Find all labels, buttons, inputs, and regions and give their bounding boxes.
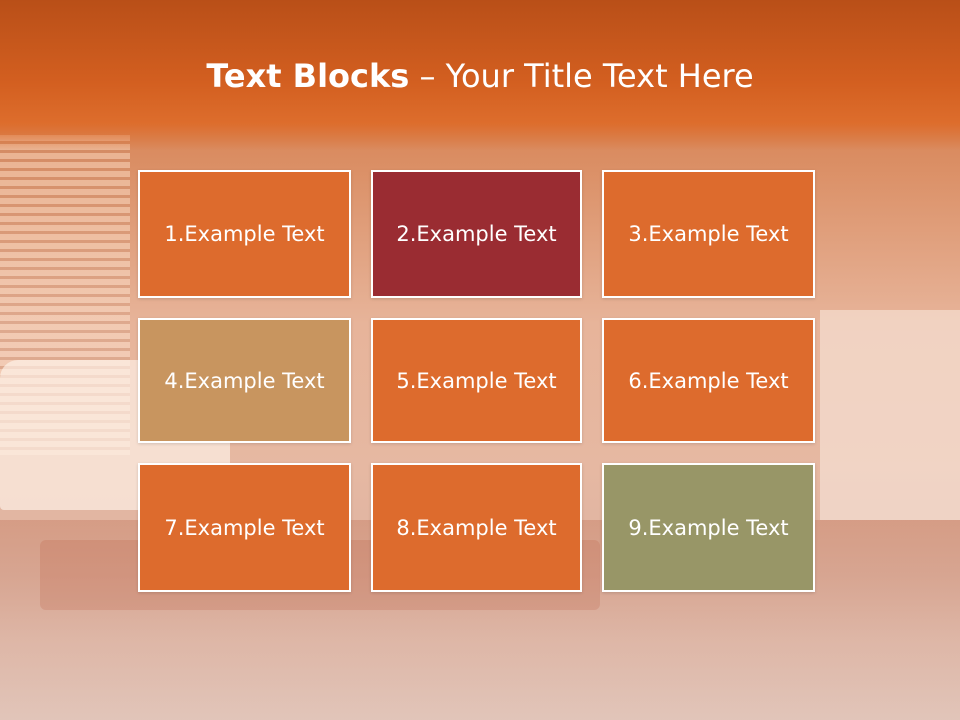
slide-title: Text Blocks – Your Title Text Here xyxy=(0,52,960,100)
text-block-label: 5.Example Text xyxy=(396,368,557,393)
text-block-8[interactable]: 8.Example Text xyxy=(371,463,582,592)
text-block-9[interactable]: 9.Example Text xyxy=(602,463,815,592)
header-band xyxy=(0,0,960,150)
text-block-grid: 1.Example Text 2.Example Text 3.Example … xyxy=(138,170,815,592)
text-block-6[interactable]: 6.Example Text xyxy=(602,318,815,443)
text-block-2[interactable]: 2.Example Text xyxy=(371,170,582,298)
text-block-label: 3.Example Text xyxy=(628,222,789,246)
text-block-label: 4.Example Text xyxy=(164,368,325,393)
text-block-label: 6.Example Text xyxy=(628,368,789,393)
background-fireplace xyxy=(820,310,960,520)
text-block-label: 2.Example Text xyxy=(396,222,557,246)
text-block-label: 7.Example Text xyxy=(164,515,325,540)
text-block-label: 8.Example Text xyxy=(396,515,557,540)
text-block-1[interactable]: 1.Example Text xyxy=(138,170,351,298)
text-block-label: 1.Example Text xyxy=(164,222,325,246)
text-block-7[interactable]: 7.Example Text xyxy=(138,463,351,592)
text-block-5[interactable]: 5.Example Text xyxy=(371,318,582,443)
text-block-label: 9.Example Text xyxy=(628,515,789,540)
text-block-3[interactable]: 3.Example Text xyxy=(602,170,815,298)
title-bold: Text Blocks xyxy=(206,57,410,95)
title-dash: – xyxy=(419,57,436,95)
text-block-4[interactable]: 4.Example Text xyxy=(138,318,351,443)
title-rest: Your Title Text Here xyxy=(445,57,754,95)
